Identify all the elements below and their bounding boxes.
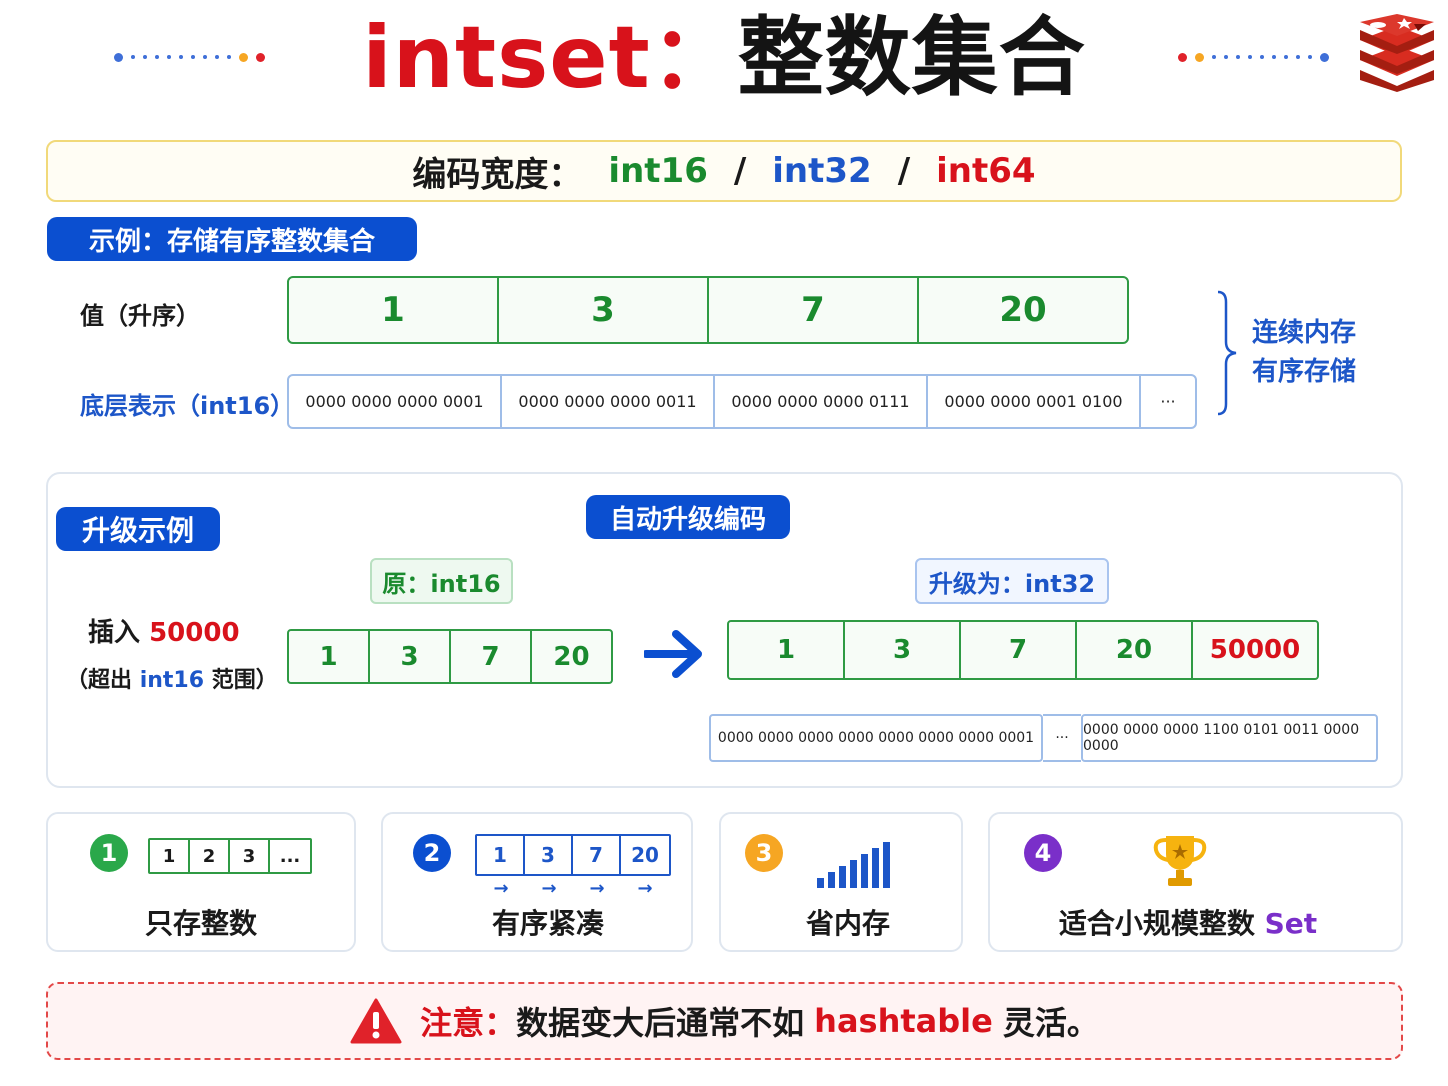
right-dots-decoration: [1178, 52, 1329, 62]
binary-label: 底层表示（int16）: [80, 392, 295, 420]
memory-note: 连续内存 有序存储: [1252, 314, 1356, 392]
range-text: （超出 int16 范围）: [66, 662, 278, 694]
original-values-row: 1 3 7 20: [287, 629, 613, 684]
encoding-int64: int64: [936, 151, 1036, 191]
mini-cell: 20: [631, 843, 659, 867]
feature-caption: 省内存: [805, 907, 890, 940]
insert-prefix: 插入: [88, 618, 141, 648]
encoding-int16: int16: [608, 151, 708, 191]
insert-text: 插入 50000: [88, 612, 240, 649]
mini-cell: ...: [279, 845, 301, 867]
auto-upgrade-pill: 自动升级编码: [586, 495, 790, 539]
original-encoding-tag: 原：int16: [370, 558, 513, 604]
binary-cell: 0000 0000 0000 0011: [502, 376, 715, 427]
upgrade-arrow-icon: [644, 630, 702, 678]
warning-text-1: 数据变大后通常不如: [516, 1004, 805, 1042]
original-value-cell: 20: [553, 641, 590, 672]
order-arrow-icon: →: [541, 878, 557, 899]
feature-caption-set: Set: [1264, 907, 1318, 940]
warning-text-2: 灵活。: [1002, 1004, 1099, 1042]
new-value-cell-inserted: 50000: [1209, 635, 1301, 665]
feature-caption: 有序紧凑: [491, 907, 604, 940]
feature-caption: 适合小规模整数 Set: [990, 902, 1386, 942]
binary-row: 0000 0000 0000 0001 0000 0000 0000 0011 …: [287, 374, 1197, 429]
order-arrow-icon: →: [637, 878, 653, 899]
feature-card-integers-only: 1 1 2 3 ... 只存整数: [46, 812, 356, 952]
mini-cell: 3: [525, 836, 573, 874]
range-type: int16: [139, 668, 205, 693]
new-values-row: 1 3 7 20 50000: [727, 620, 1319, 680]
range-open: （超出: [66, 668, 133, 693]
feature-caption: 只存整数: [144, 907, 257, 940]
insert-value: 50000: [149, 618, 240, 648]
order-arrows: → → → →: [477, 878, 669, 899]
original-value-cell: 1: [289, 631, 370, 682]
warning-banner: 注意： 数据变大后通常不如 hashtable 灵活。: [46, 982, 1403, 1060]
warning-icon: [350, 998, 402, 1044]
order-arrow-icon: →: [493, 878, 509, 899]
encoding-label: 编码宽度：: [412, 154, 583, 195]
number-badge-2: 2: [413, 834, 451, 872]
number-badge-1: 1: [90, 834, 128, 872]
number-badge-3: 3: [745, 834, 783, 872]
original-value-cell: 3: [370, 631, 451, 682]
new-value-cell: 7: [961, 622, 1077, 678]
number-badge-4: 4: [1024, 834, 1062, 872]
page-title: intset：整数集合: [0, 8, 1448, 108]
new-value-cell: 1: [729, 622, 845, 678]
feature-card-small-set: 4 适合小规模整数 Set: [988, 812, 1403, 952]
warning-keyword: hashtable: [814, 1002, 993, 1040]
mini-array-sorted: 1 3 7 20: [475, 834, 671, 876]
new-binary-first: 0000 0000 0000 0000 0000 0000 0000 0001: [709, 714, 1043, 762]
mini-array: 1 2 3 ...: [148, 838, 312, 874]
left-dots-decoration: [114, 52, 265, 62]
signal-bars-icon: [817, 842, 890, 888]
feature-card-ordered-compact: 2 1 3 7 20 → → → → 有序紧凑: [381, 812, 693, 952]
warning-label: 注意：: [420, 1004, 517, 1042]
upgrade-pill: 升级示例: [56, 507, 220, 551]
values-row: 1 3 7 20: [287, 276, 1129, 344]
new-binary-row: 0000 0000 0000 0000 0000 0000 0000 0001 …: [709, 714, 1378, 762]
new-binary-more: ···: [1043, 714, 1081, 762]
value-cell: 3: [499, 278, 709, 342]
example-pill: 示例：存储有序整数集合: [47, 217, 417, 261]
new-binary-last: 0000 0000 0000 1100 0101 0011 0000 0000: [1081, 714, 1378, 762]
title-zh: 整数集合: [737, 8, 1086, 108]
memory-note-line2: 有序存储: [1252, 357, 1357, 387]
new-encoding-tag: 升级为：int32: [915, 558, 1109, 604]
encoding-width-bar: 编码宽度： int16 / int32 / int64: [46, 140, 1402, 202]
value-cell: 20: [999, 290, 1047, 330]
value-cell: 7: [709, 278, 919, 342]
mini-cell: 1: [150, 840, 190, 872]
title-colon: ：: [650, 8, 738, 108]
mini-cell: 1: [477, 836, 525, 874]
binary-more: ···: [1160, 392, 1176, 411]
brace-icon: [1217, 290, 1237, 416]
encoding-int32: int32: [772, 151, 872, 191]
redis-logo-icon: [1360, 14, 1434, 92]
new-value-cell: 3: [845, 622, 961, 678]
binary-cell: 0000 0000 0000 0001: [289, 376, 502, 427]
encoding-sep-1: /: [733, 151, 747, 191]
value-cell: 1: [289, 278, 499, 342]
mini-cell: 7: [573, 836, 621, 874]
order-arrow-icon: →: [589, 878, 605, 899]
binary-cell: 0000 0000 0000 0111: [715, 376, 928, 427]
mini-cell: 3: [230, 840, 270, 872]
original-value-cell: 7: [451, 631, 532, 682]
title-en: intset: [362, 8, 651, 108]
new-value-cell: 20: [1077, 622, 1193, 678]
mini-cell: 2: [190, 840, 230, 872]
values-label: 值（升序）: [80, 302, 200, 330]
trophy-icon: [1153, 836, 1207, 886]
range-close: 范围）: [211, 668, 278, 693]
binary-cell: 0000 0000 0001 0100: [928, 376, 1141, 427]
feature-card-save-memory: 3 省内存: [719, 812, 963, 952]
memory-note-line1: 连续内存: [1252, 318, 1357, 348]
encoding-sep-2: /: [897, 151, 911, 191]
feature-caption-prefix: 适合小规模整数: [1058, 907, 1255, 940]
